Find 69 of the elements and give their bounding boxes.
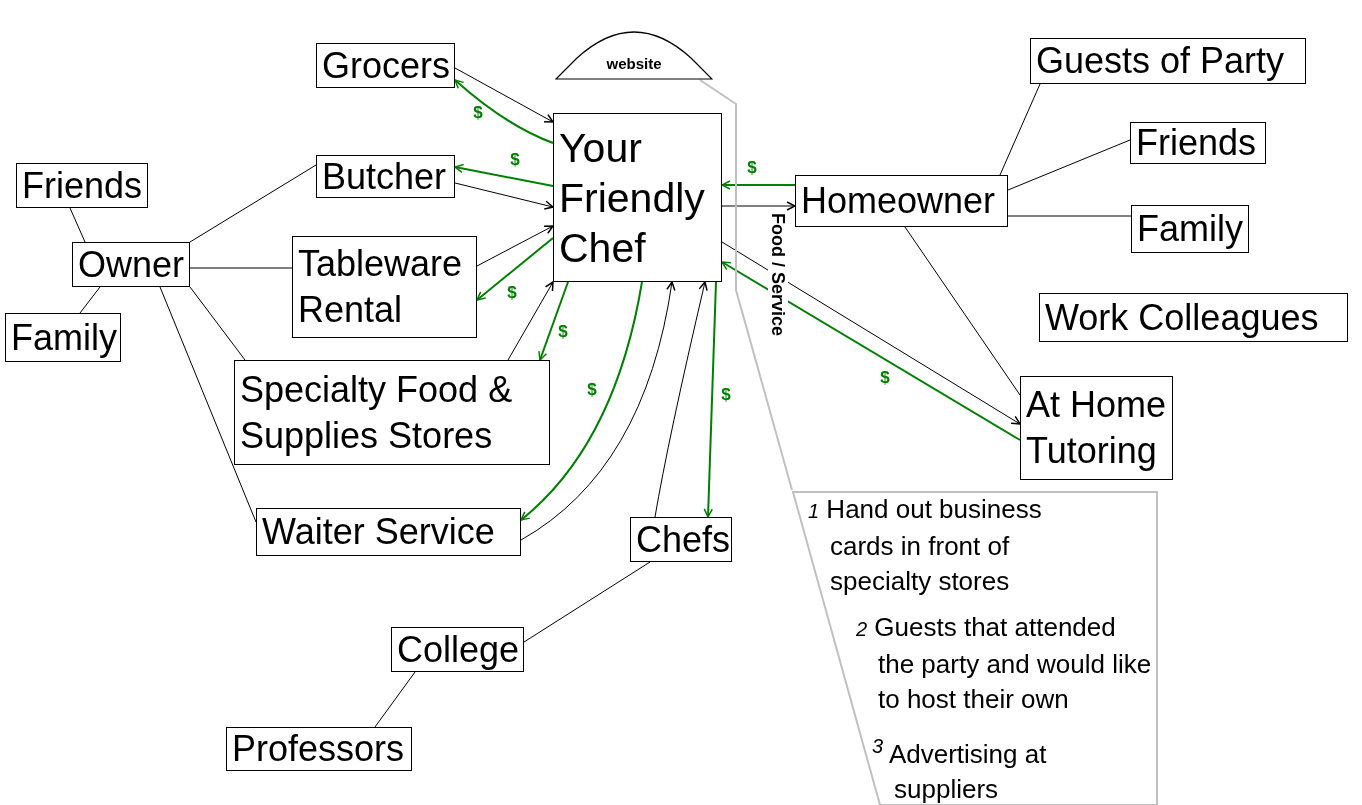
central-box: [553, 113, 722, 282]
flow-label: Food / Service: [768, 213, 788, 337]
edge-label: $: [721, 386, 731, 404]
connector-line: [159, 286, 257, 523]
node-label: Waiter Service: [262, 510, 495, 554]
arrow: [507, 281, 554, 361]
connector-line: [374, 671, 416, 728]
arrow: [476, 225, 554, 267]
edge-label: $: [510, 151, 520, 169]
note-text: $^{3}$ Advertising at suppliers: [872, 734, 1048, 805]
edge-label: $: [507, 284, 517, 302]
arrow: [538, 281, 569, 361]
node-label: Family: [11, 315, 117, 360]
node-label: Family: [1137, 207, 1243, 251]
node-label: Friends: [1136, 121, 1257, 165]
arrow: [654, 281, 708, 518]
edge-label: $: [587, 381, 597, 399]
arrow: [454, 67, 554, 123]
connector-line: [189, 286, 246, 361]
connector-line: [189, 267, 293, 269]
entity-box: [1131, 205, 1249, 253]
node-label: Professors: [232, 727, 405, 771]
edge-label: $: [880, 369, 890, 387]
arrow: [520, 281, 676, 541]
node-label: Specialty Food & Supplies Stores: [240, 367, 514, 458]
node-label: Your Friendly Chef: [559, 123, 706, 273]
connector-line: [999, 83, 1041, 176]
arrow: [703, 281, 717, 518]
arrow: [454, 163, 554, 187]
node-label: At Home Tutoring: [1026, 383, 1167, 473]
entity-box: [5, 313, 121, 362]
node-label: Work Colleagues: [1045, 295, 1319, 340]
connector-line: [523, 561, 651, 643]
node-label: Chefs: [636, 517, 731, 562]
edge-label: $: [558, 323, 568, 341]
arrow: [454, 79, 554, 144]
arrow: [721, 180, 796, 190]
node-label: Guests of Party: [1036, 39, 1285, 83]
entity-box: [1020, 376, 1173, 480]
entity-box: [292, 236, 477, 338]
edge-label: $: [473, 104, 483, 122]
arrow: [454, 182, 554, 210]
connector-line: [189, 164, 317, 243]
entity-box: [234, 360, 550, 465]
connector-line: [69, 207, 86, 243]
connector-line: [1007, 139, 1131, 191]
connector-line: [79, 286, 101, 314]
node-label: website: [606, 55, 662, 72]
connector-line: [1007, 215, 1132, 217]
node-label: College: [397, 627, 520, 672]
connector-line: [904, 226, 1021, 396]
entity-box: [256, 508, 521, 556]
arrow: [721, 201, 796, 211]
arrow: [476, 237, 554, 301]
arrow: [520, 281, 643, 521]
arrow: [721, 261, 1021, 441]
node-label: Butcher: [322, 154, 447, 199]
edge-label: $: [747, 159, 757, 177]
connector-line: [699, 79, 793, 491]
node-label: Homeowner: [801, 179, 996, 223]
entity-box: [1039, 293, 1348, 342]
note-text: 2 Guests that attended the party and would like to host their own: [856, 611, 1152, 716]
arrow: [721, 241, 1021, 425]
node-label: Tableware Rental: [298, 242, 464, 332]
node-label: Grocers: [322, 43, 451, 88]
note-text: 1 Hand out business cards in front of specialty stores: [808, 493, 1043, 598]
node-label: Owner: [78, 242, 185, 287]
entity-box: [795, 175, 1008, 227]
node-label: Friends: [22, 163, 143, 208]
